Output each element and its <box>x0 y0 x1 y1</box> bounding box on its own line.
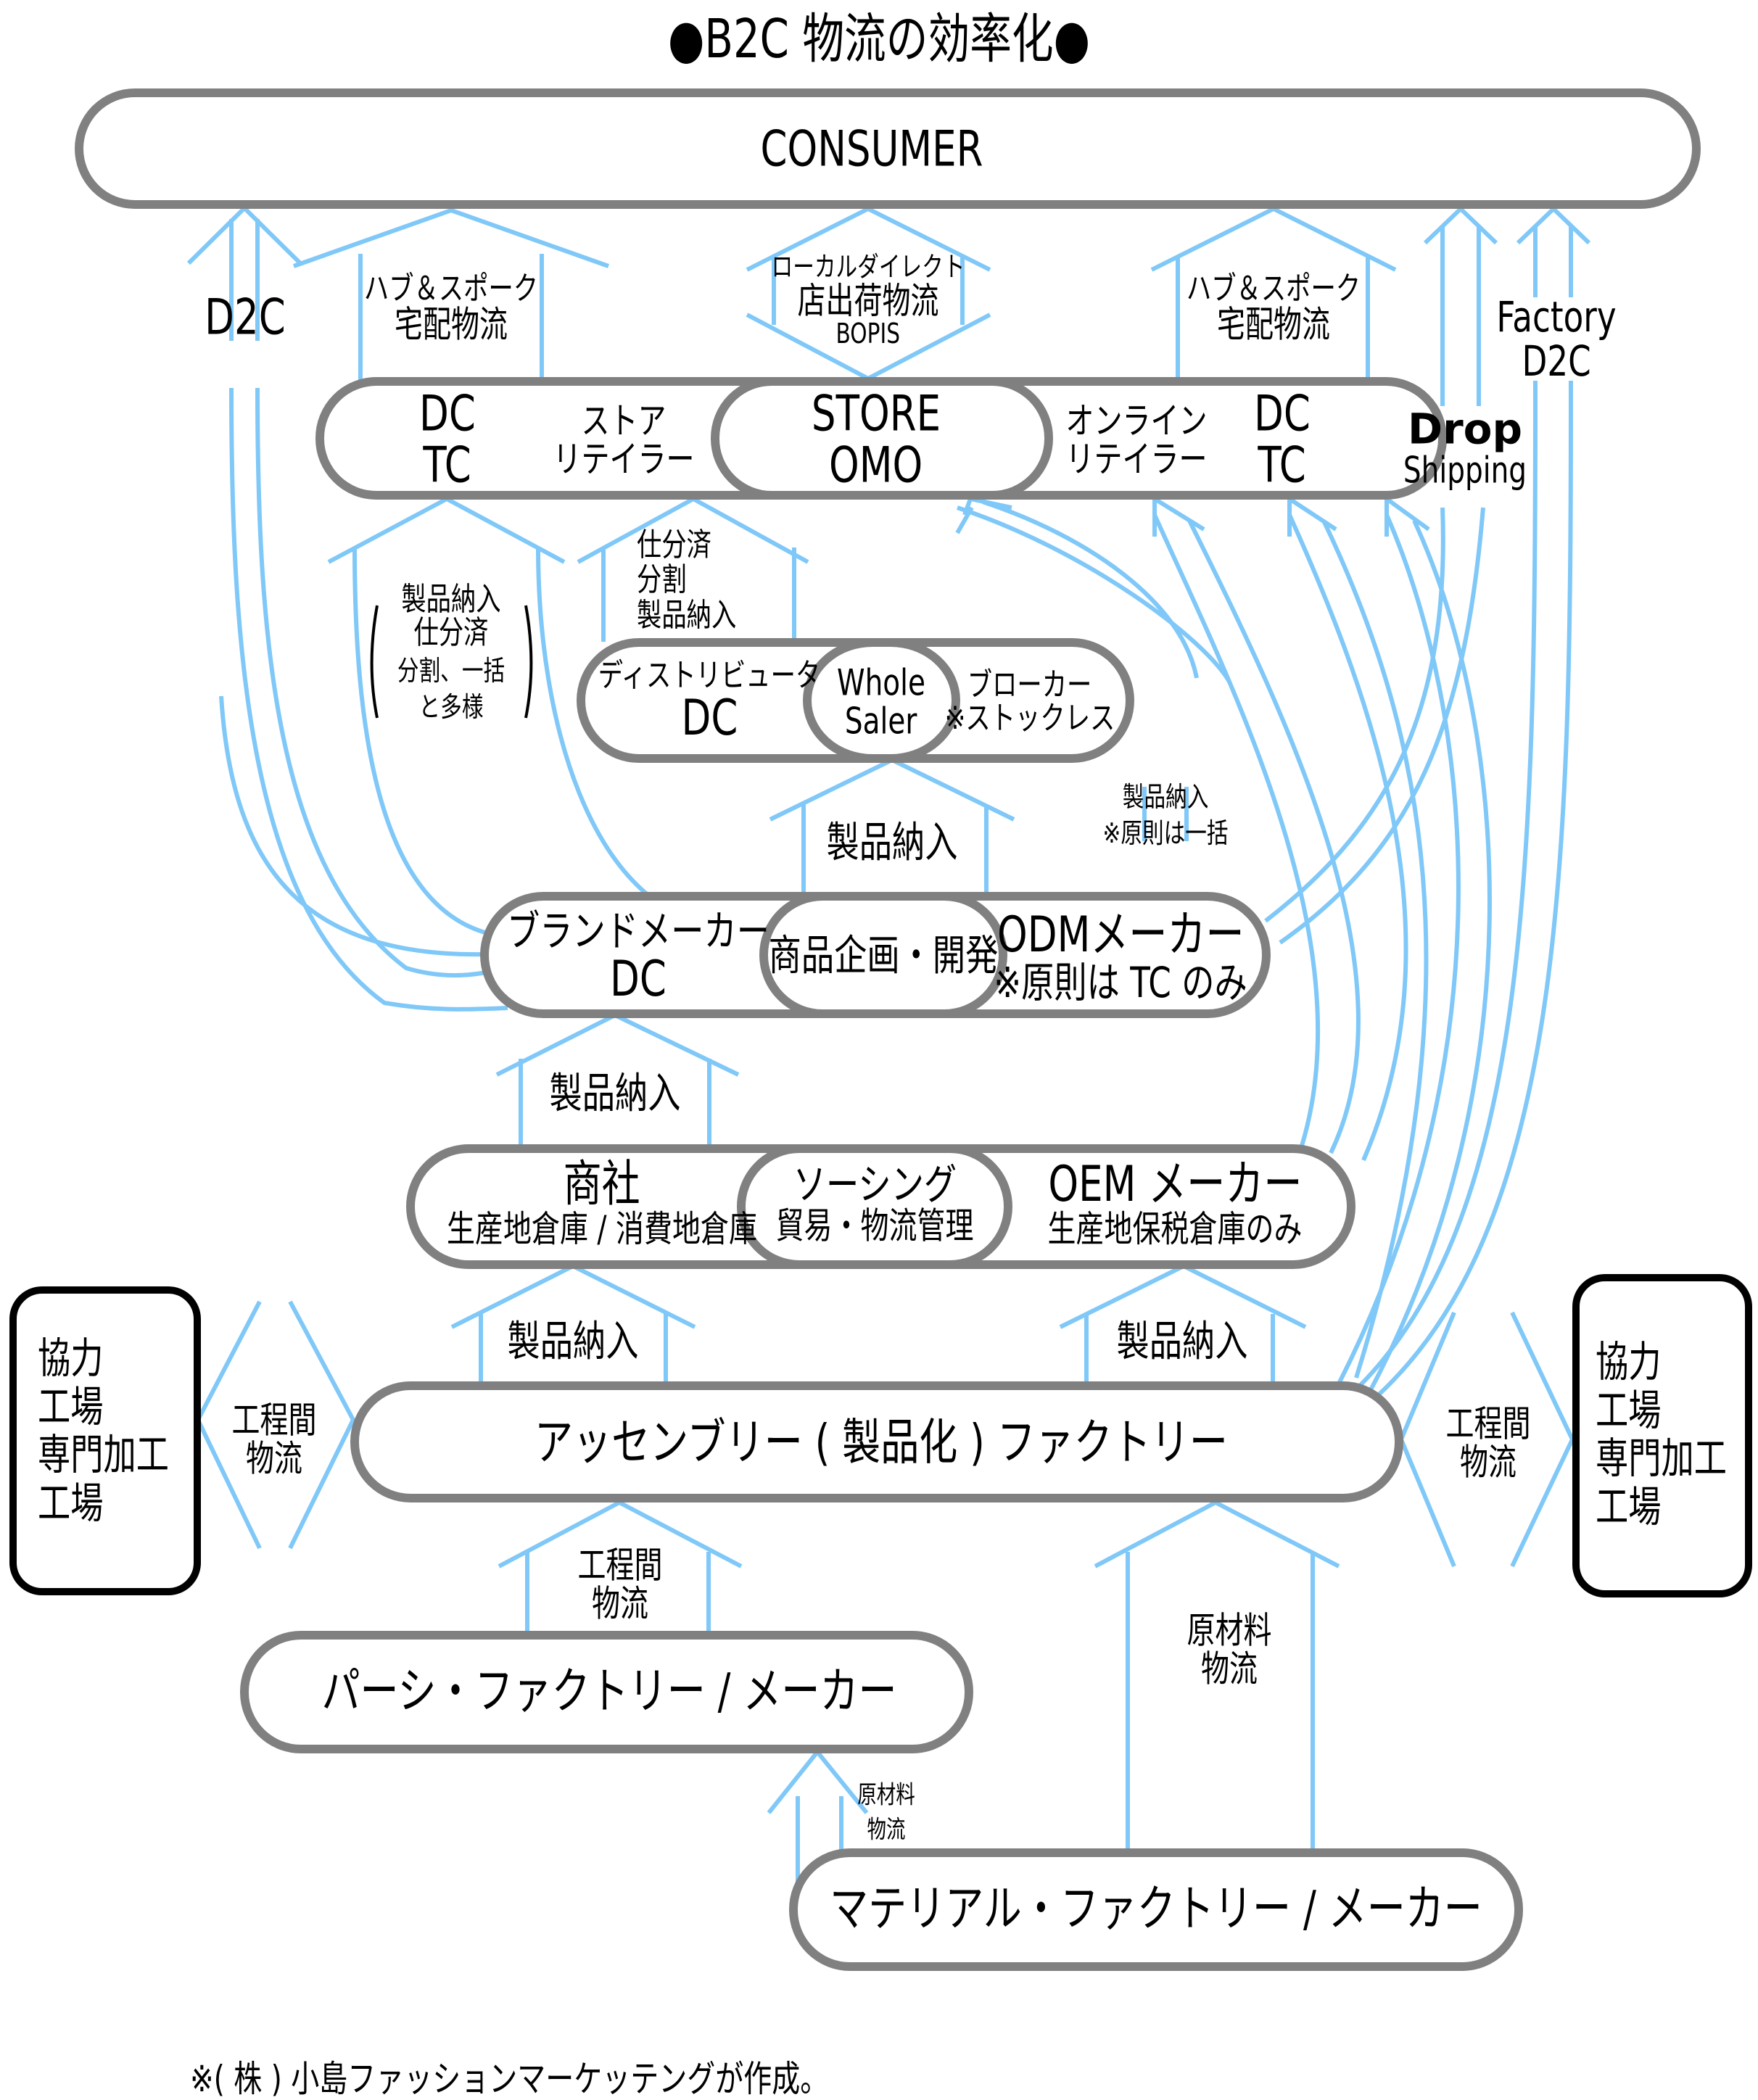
hub-spoke-left-label: ハブ＆スポーク 宅配物流 <box>363 270 539 346</box>
partner-factory-right-label: 協力 工場 専門加工 工場 <box>1596 1337 1727 1532</box>
material-factory-node <box>789 1848 1523 1971</box>
distributor-to-retail-label: 仕分済 分割 製品納入 <box>637 526 737 634</box>
factory-d2c-arrow <box>1343 205 1591 1416</box>
product-planning-node <box>759 892 1007 1018</box>
factory-d2c-label: Factory D2C <box>1496 292 1617 386</box>
parts-factory-label: パーシ・ファクトリー / メーカー <box>321 1663 897 1721</box>
assembly-to-trading-label: 製品納入 <box>507 1316 639 1366</box>
drop-shipping-curves <box>1264 507 1485 945</box>
trading-to-maker-label: 製品納入 <box>549 1068 681 1118</box>
material-to-parts-label: 原材料 物流 <box>857 1780 915 1844</box>
assembly-factory-node <box>350 1381 1403 1502</box>
brand-dc-curves <box>219 695 508 957</box>
footer-credit: ※( 株 ) 小島ファッションマーケッテングが作成。 <box>190 2058 829 2100</box>
consumer-label: CONSUMER <box>760 120 983 178</box>
assembly-factory-label: アッセンブリー ( 製品化 ) ファクトリー <box>535 1414 1228 1472</box>
d2c-label: D2C <box>205 289 286 347</box>
wholesaler-node <box>803 638 960 763</box>
store-retailer-name: ストア リテイラー <box>553 400 695 480</box>
diagram-title: ●B2C 物流の効率化● <box>667 8 1091 71</box>
partner-factory-left-label: 協力 工場 専門加工 工場 <box>38 1334 169 1529</box>
assembly-to-oem-label: 製品納入 <box>1116 1316 1248 1366</box>
product-planning-label: 商品企画・開発 <box>768 930 999 980</box>
sourcing-label: ソーシング 貿易・物流管理 <box>775 1159 974 1247</box>
hub-spoke-right-label: ハブ＆スポーク 宅配物流 <box>1186 270 1361 346</box>
local-direct-label: ローカルダイレクト 店出荷物流 BOPIS <box>771 250 965 350</box>
trading-company-label: 商社 生産地倉庫 / 消費地倉庫 <box>447 1156 757 1251</box>
maker-to-distributor-label: 製品納入 <box>826 817 958 867</box>
material-to-assembly-label: 原材料 物流 <box>1187 1609 1272 1690</box>
sourcing-node <box>737 1144 1012 1269</box>
store-omo-node <box>711 377 1053 500</box>
drop-shipping-label: Drop Shipping <box>1403 404 1527 492</box>
online-retailer-name: オンライン リテイラー <box>1065 400 1208 480</box>
store-omo-label: STORE OMO <box>811 385 941 495</box>
consumer-node <box>75 88 1701 209</box>
brand-maker-label: ブランドメーカー DC <box>507 906 769 1008</box>
broker-label: ブローカー ※ストックレス <box>944 666 1115 737</box>
bracket-right <box>524 605 533 719</box>
material-factory-label: マテリアル・ファクトリー / メーカー <box>830 1880 1482 1938</box>
brand-to-retail-label: 製品納入 仕分済 分割、一括 と多様 <box>397 580 505 724</box>
partner-factory-right-node <box>1572 1274 1752 1597</box>
partner-factory-left-node <box>9 1286 201 1595</box>
hub-spoke-left-arrow <box>292 207 610 381</box>
parts-to-assembly-label: 工程間 物流 <box>577 1544 663 1624</box>
odm-to-retail-label: 製品納入 ※原則は一括 <box>1102 781 1229 849</box>
store-retailer-dc-tc: DC TC <box>419 385 476 495</box>
parts-factory-node <box>240 1631 973 1753</box>
odm-maker-label: ODMメーカー ※原則は TC のみ <box>994 906 1247 1008</box>
oem-to-online-retail-arrows <box>1152 495 1492 1405</box>
online-retailer-dc-tc: DC TC <box>1254 385 1311 495</box>
inter-process-left-label: 工程間 物流 <box>231 1399 317 1479</box>
distributor-dc-label: ディストリビュータ DC <box>598 657 821 748</box>
wholesaler-label: Whole Saler <box>837 661 925 742</box>
bracket-left <box>370 605 379 719</box>
oem-maker-label: OEM メーカー 生産地保税倉庫のみ <box>1047 1156 1303 1251</box>
inter-process-right-label: 工程間 物流 <box>1445 1402 1531 1483</box>
